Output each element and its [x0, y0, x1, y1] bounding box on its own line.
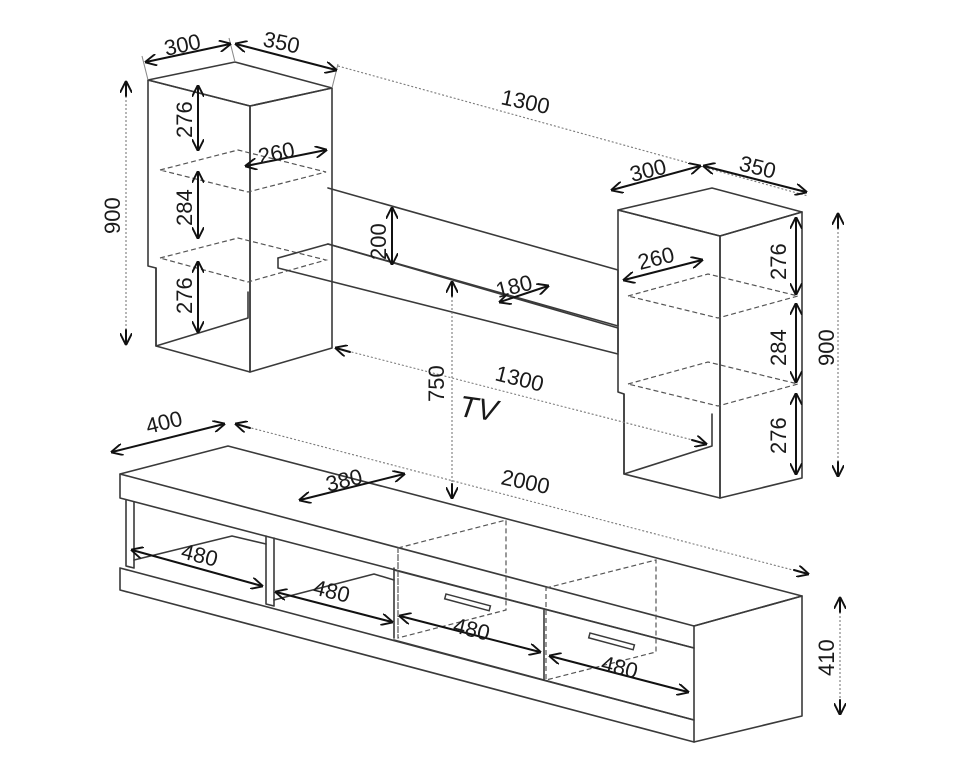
dimension-lines: [112, 37, 840, 716]
tv-unit-left-panel: [125, 499, 135, 569]
left-cabinet-section-mid-label: 284: [172, 189, 197, 226]
wall-span-top-label: 1300: [499, 84, 552, 119]
right-cabinet-top: [617, 187, 803, 237]
wall-shelf: [277, 187, 619, 355]
drawer-handle-2: [587, 632, 636, 651]
compartment-1-label: 480: [179, 539, 221, 572]
tv-unit-right-face: [693, 595, 803, 743]
dimension-labels: 300 350 900 276 284 276 260 1300 300 350…: [100, 26, 839, 683]
tv-label: TV: [457, 390, 503, 428]
right-cabinet-shelf-depth-label: 260: [635, 242, 677, 275]
tv-unit-inner-depth-label: 380: [323, 464, 365, 497]
wall-shelf-board-front: [277, 257, 619, 355]
right-wall-cabinet: [617, 187, 803, 499]
left-cabinet-width-label: 350: [261, 26, 302, 58]
right-cabinet-section-bottom-label: 276: [766, 417, 791, 454]
left-cabinet-front: [249, 87, 333, 373]
compartment-4-label: 480: [599, 651, 641, 684]
tv-unit-divider-1: [265, 535, 275, 607]
tv-unit-length-label: 2000: [499, 464, 552, 499]
right-cabinet-shelf-2: [625, 361, 801, 407]
right-cabinet-shelf-1: [625, 273, 801, 319]
left-cabinet-shelf-2: [157, 237, 329, 283]
compartment-3-label: 480: [451, 613, 493, 646]
left-cabinet-section-top-label: 276: [172, 101, 197, 138]
right-cabinet-width-label: 350: [737, 151, 779, 184]
tv-height-label: 750: [424, 365, 449, 402]
tv-unit-depth-label: 400: [143, 406, 185, 439]
left-cabinet-section-bottom-label: 276: [172, 277, 197, 314]
drawer-2-box: [545, 559, 657, 681]
left-cabinet-shelf-depth-label: 260: [256, 137, 297, 169]
wall-shelf-board-top: [277, 243, 619, 353]
right-cabinet-section-mid-label: 284: [766, 329, 791, 366]
left-cabinet-height-label: 900: [100, 197, 125, 234]
tv-unit-height-label: 410: [814, 639, 839, 676]
wall-shelf-panel-height-label: 200: [366, 223, 391, 260]
wall-shelf-depth-label: 180: [493, 270, 535, 303]
right-cabinet-depth-label: 300: [627, 154, 669, 187]
left-cabinet-top: [147, 61, 333, 107]
left-cabinet-shelf-1: [159, 149, 327, 193]
right-cabinet-height-label: 900: [814, 329, 839, 366]
right-cabinet-section-top-label: 276: [766, 243, 791, 280]
wall-span-bottom-label: 1300: [493, 361, 547, 397]
drawer-handle-1: [443, 593, 492, 612]
right-cabinet-open-section: [623, 393, 713, 475]
wall-shelf-back-panel: [327, 187, 619, 327]
left-wall-cabinet: [147, 61, 333, 373]
left-cabinet-depth-label: 300: [162, 29, 203, 61]
left-cabinet-open-section: [155, 267, 249, 347]
tv-unit: [119, 445, 803, 743]
